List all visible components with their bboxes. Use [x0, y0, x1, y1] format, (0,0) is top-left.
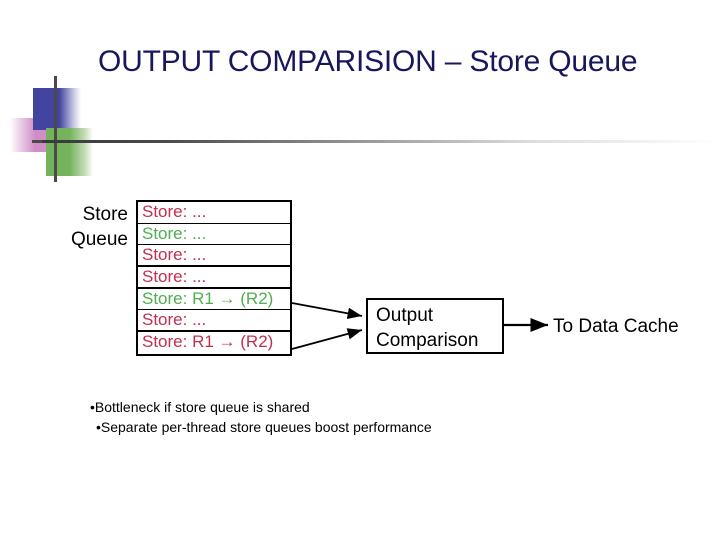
queue-row: Store: ...: [138, 267, 290, 289]
bullet-item: •Separate per-thread store queues boost …: [96, 418, 432, 435]
queue-row: Store: ...: [138, 310, 290, 333]
to-data-cache-label: To Data Cache: [553, 316, 679, 337]
motif-blue-square: [33, 88, 81, 130]
store-queue-label: Store Queue: [70, 204, 128, 250]
output-comparison-line1: Output: [376, 305, 434, 326]
motif-green-square: [46, 128, 93, 176]
decorative-motif: [0, 0, 150, 190]
bullet-item: •Bottleneck if store queue is shared: [90, 399, 310, 415]
notes-bullets: •Bottleneck if store queue is shared •Se…: [90, 398, 610, 438]
store-queue-table: Store: ... Store: ... Store: ... Store: …: [136, 200, 292, 356]
arrow-green-store-to-comparison: [291, 302, 363, 320]
queue-row: Store: ...: [138, 245, 290, 268]
queue-row: Store: ...: [138, 202, 290, 224]
queue-row: Store: ...: [138, 224, 290, 246]
motif-vertical-line: [54, 76, 57, 182]
arrow-red-store-to-comparison: [291, 328, 363, 350]
slide-title: OUTPUT COMPARISION – Store Queue: [98, 45, 638, 78]
title-divider-rule: [42, 140, 720, 143]
queue-row: Store: R1 → (R2): [138, 289, 290, 311]
output-comparison-line2: Comparison: [376, 329, 479, 351]
output-comparison-box: Output Comparison: [366, 298, 504, 354]
queue-row: Store: R1 → (R2): [142, 332, 274, 352]
